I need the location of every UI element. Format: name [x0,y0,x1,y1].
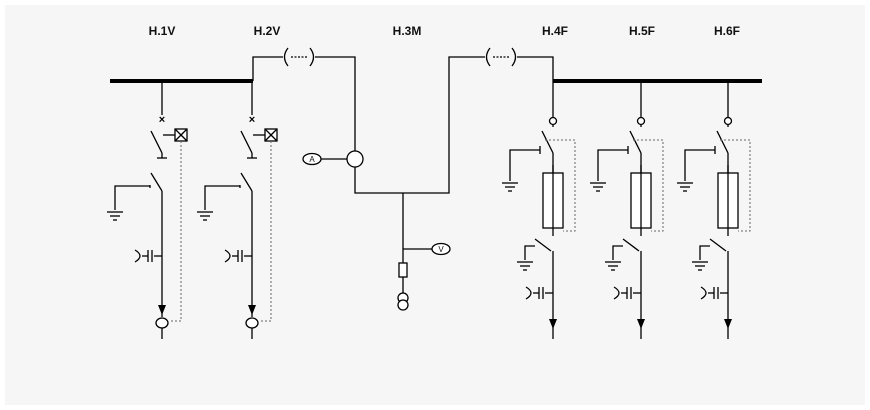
feeder-h1: × [107,81,188,339]
ammeter: A [302,150,364,168]
panel-label-h3: H.3M [393,24,422,38]
left-bus-coupler [252,47,554,194]
feeder-h2 [196,80,278,340]
vt-fuse [398,262,408,278]
ammeter-label: A [309,155,315,164]
panel-label-h1: H.1V [149,24,176,38]
metering-branch: V [397,193,451,311]
voltmeter-label: V [438,245,444,254]
ammeter-icon [302,152,322,166]
panel-label-h2: H.2V [254,24,281,38]
diagram-frame: H.1V H.2V H.3M H.4F H.5F H.6F A V × [5,5,865,405]
feeder-h4 [502,81,576,339]
feeder-h5 [589,80,664,340]
panel-label-h4: H.4F [542,24,568,38]
panel-label-h5: H.5F [629,24,655,38]
single-line-diagram: H.1V H.2V H.3M H.4F H.5F H.6F A V × [107,24,762,340]
panel-label-h6: H.6F [714,24,740,38]
feeder-h6 [676,80,751,340]
voltage-transformer-icon [397,299,409,311]
svg-text:×: × [159,114,165,126]
voltmeter-icon [431,242,451,256]
